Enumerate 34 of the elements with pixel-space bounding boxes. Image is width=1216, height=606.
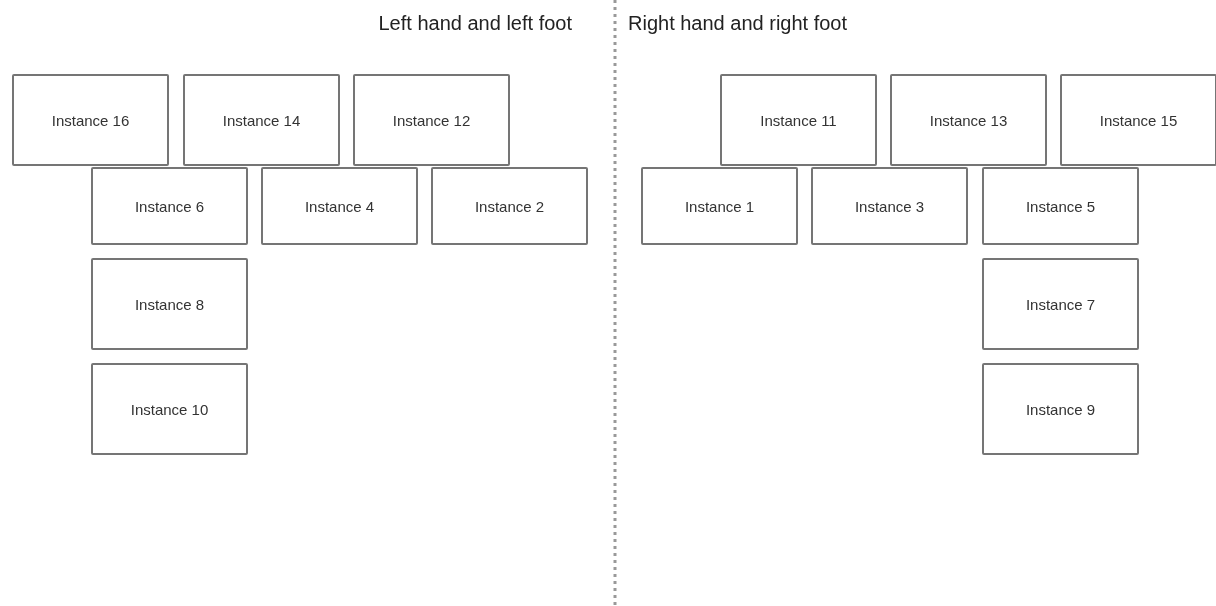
box-label: Instance 13 (929, 111, 1008, 129)
instance-box (12, 74, 169, 166)
instance-box (91, 258, 248, 350)
instance-box (431, 167, 588, 245)
box-label: Instance 12 (392, 111, 471, 129)
box-label: Instance 11 (760, 111, 837, 129)
instance-box (890, 74, 1047, 166)
box-label: Instance 15 (1099, 111, 1178, 129)
box-label: Instance 3 (854, 197, 925, 215)
section-title: Right hand and right foot (628, 12, 848, 35)
instance-box (1060, 74, 1216, 166)
instance-box (183, 74, 340, 166)
instance-box (982, 167, 1139, 245)
instance-box (720, 74, 877, 166)
instance-box (91, 363, 248, 455)
box-label: Instance 2 (474, 197, 545, 215)
instance-box (353, 74, 510, 166)
box-label: Instance 6 (134, 197, 205, 215)
box-label: Instance 5 (1025, 197, 1096, 215)
instance-box (261, 167, 418, 245)
box-label: Instance 14 (222, 111, 301, 129)
section-title: Left hand and left foot (378, 12, 572, 35)
instance-box (982, 363, 1139, 455)
instance-box (641, 167, 798, 245)
box-label: Instance 8 (134, 295, 205, 313)
box-label: Instance 7 (1025, 295, 1096, 313)
box-label: Instance 1 (684, 197, 755, 215)
instance-box (811, 167, 968, 245)
instance-box (982, 258, 1139, 350)
box-label: Instance 16 (51, 111, 130, 129)
box-label: Instance 9 (1025, 400, 1096, 418)
instance-box (91, 167, 248, 245)
box-label: Instance 4 (304, 197, 375, 215)
box-label: Instance 10 (130, 400, 209, 418)
